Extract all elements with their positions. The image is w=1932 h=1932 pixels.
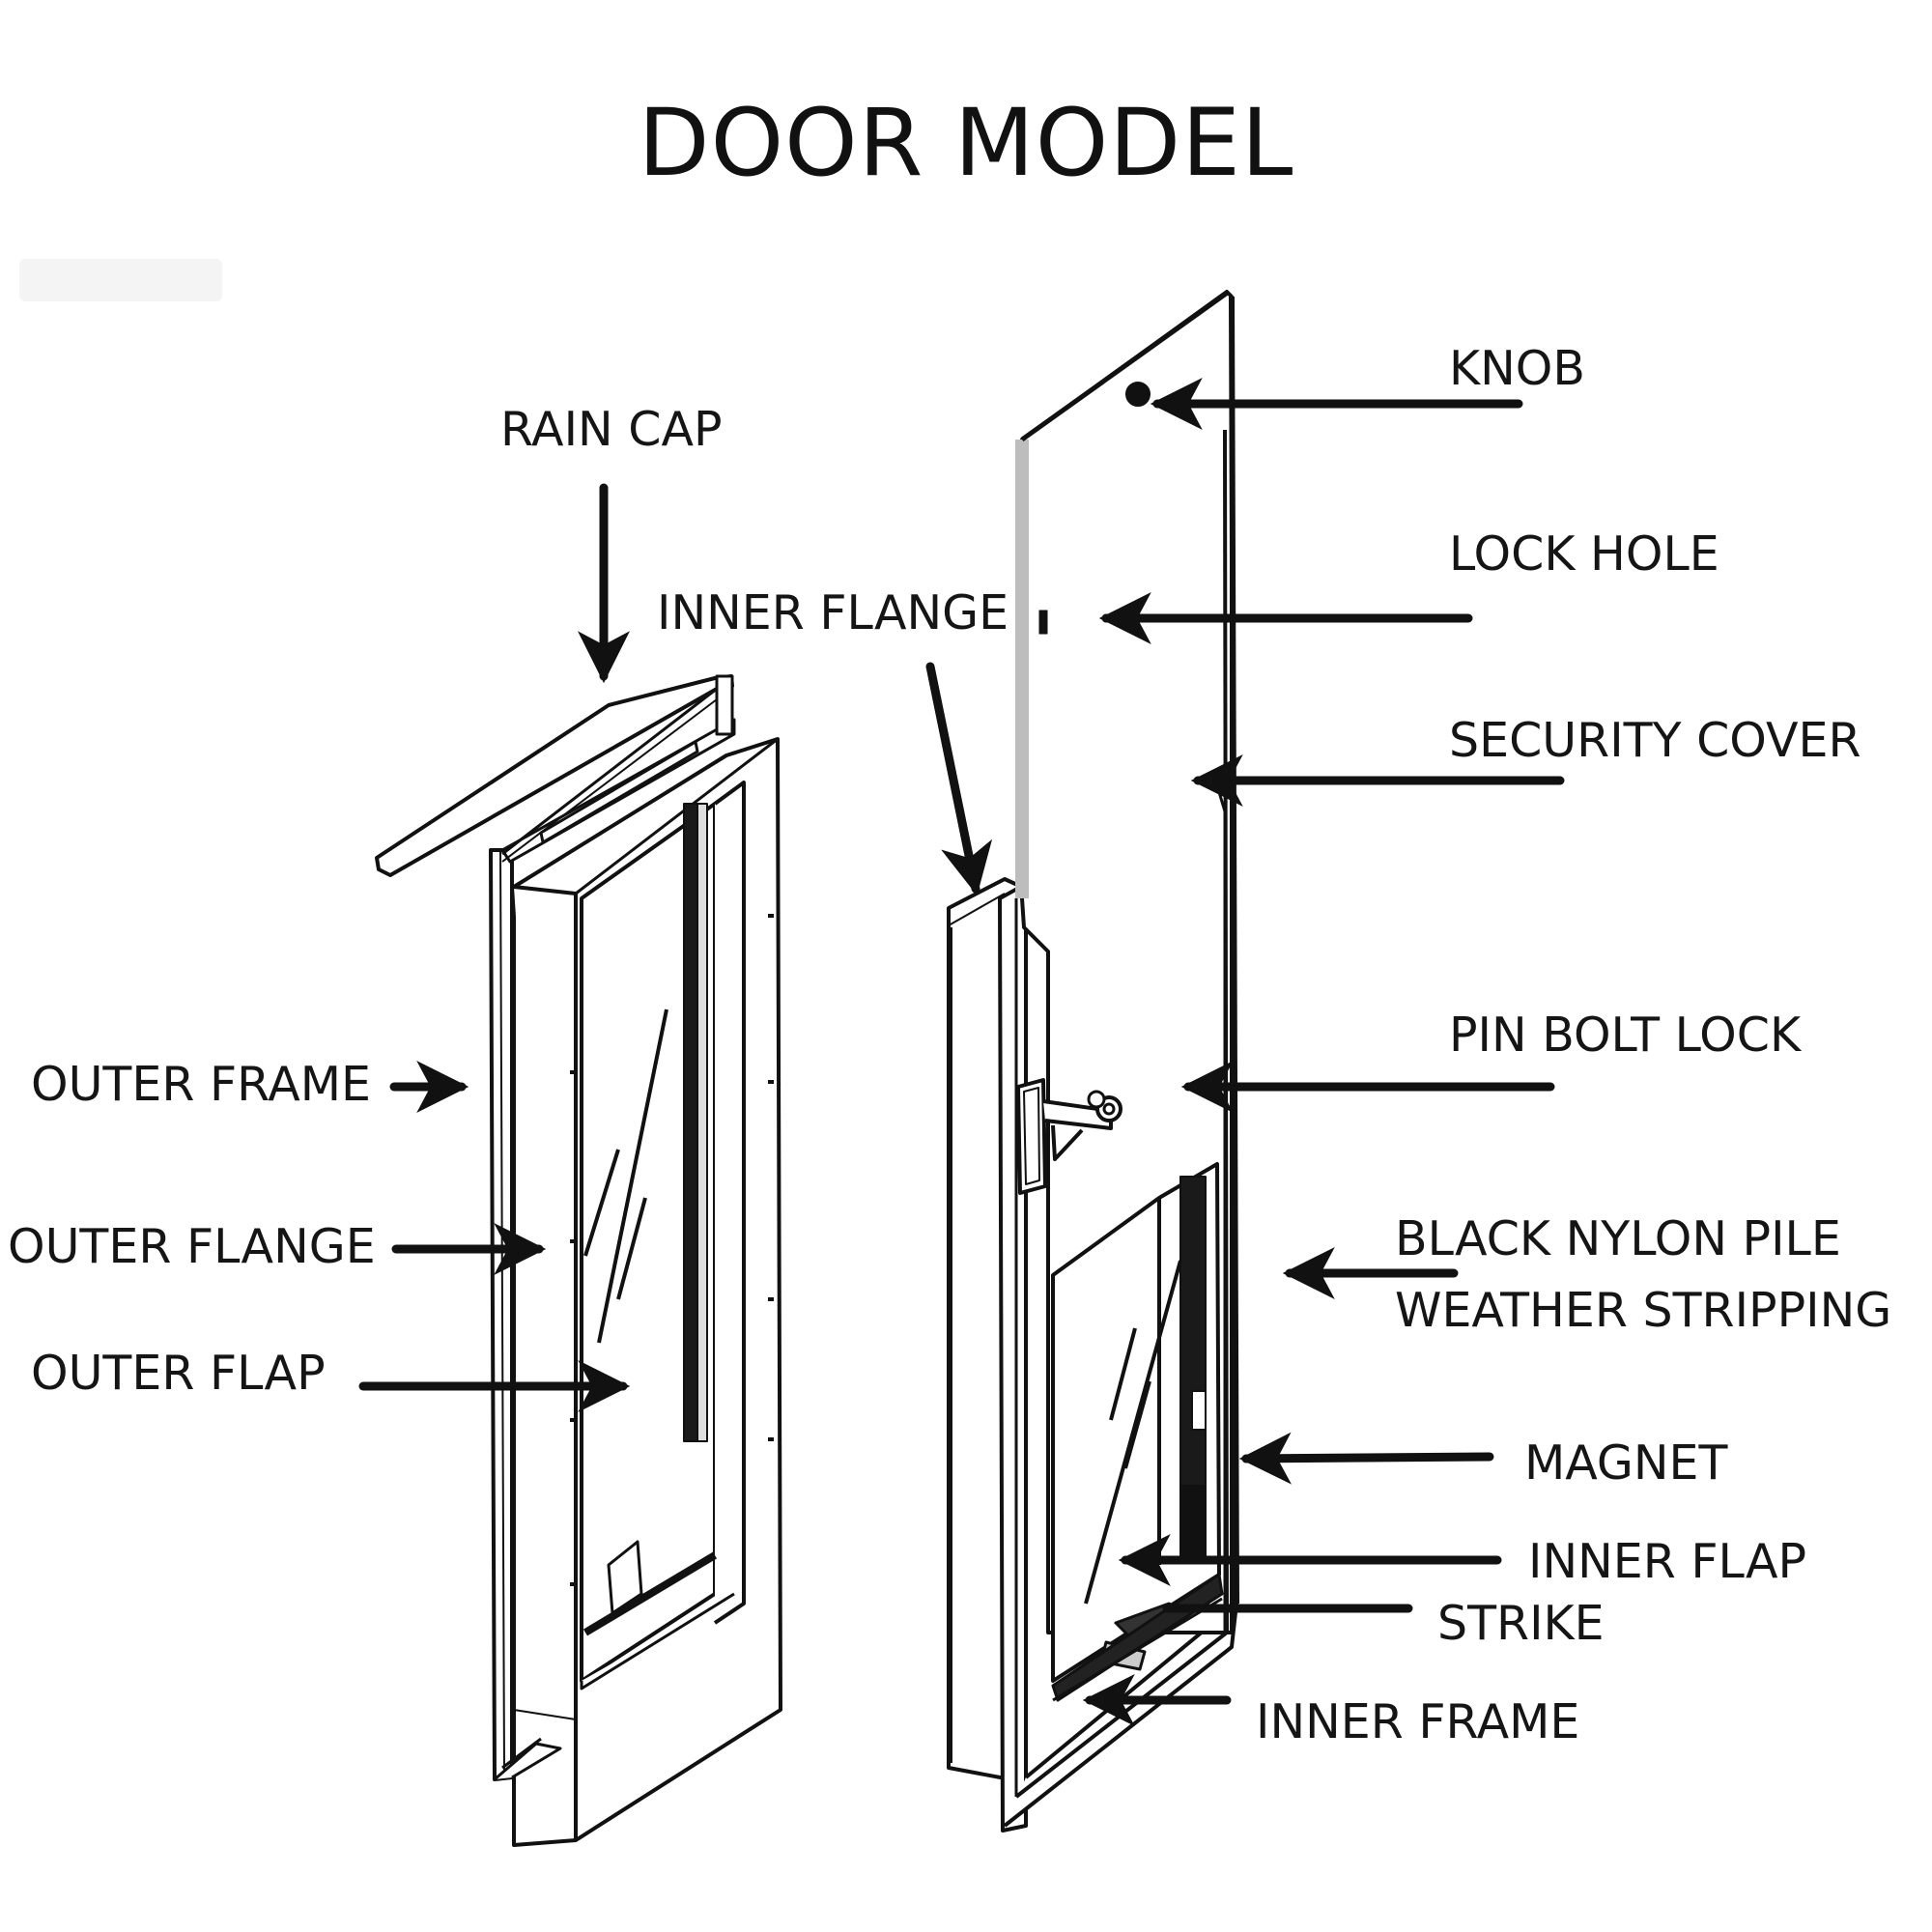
label-outer-flange: OUTER FLANGE	[8, 1219, 376, 1274]
knob	[1125, 382, 1151, 407]
lock-hole	[1038, 610, 1048, 635]
outer-door-assembly	[375, 674, 782, 1847]
label-security-cover: SECURITY COVER	[1449, 713, 1861, 768]
label-outer-frame: OUTER FRAME	[31, 1057, 371, 1112]
label-strike: STRIKE	[1437, 1596, 1605, 1651]
flap-reflection	[597, 1009, 668, 1344]
background-smudge	[19, 259, 222, 301]
label-weather-stripping-line2: WEATHER STRIPPING	[1395, 1283, 1892, 1338]
label-lock-hole: LOCK HOLE	[1449, 526, 1719, 582]
label-rain-cap: RAIN CAP	[500, 402, 723, 457]
arrow-inner-flange	[925, 662, 993, 896]
label-inner-flap: INNER FLAP	[1528, 1534, 1807, 1589]
outer-latch	[607, 1540, 643, 1615]
label-inner-flange: INNER FLANGE	[657, 585, 1009, 640]
label-outer-flap: OUTER FLAP	[31, 1346, 326, 1401]
callout-arrows	[358, 378, 1565, 1726]
label-inner-frame: INNER FRAME	[1256, 1694, 1580, 1749]
inner-door-assembly	[947, 289, 1239, 1833]
pin-bolt-lock	[1016, 1078, 1122, 1195]
arrow-magnet	[1238, 1432, 1494, 1485]
label-weather-stripping-line1: BLACK NYLON PILE	[1395, 1211, 1841, 1266]
outer-pile-strip	[683, 803, 698, 1442]
magnet	[1179, 1485, 1205, 1564]
diagram-title: DOOR MODEL	[638, 89, 1294, 197]
label-knob: KNOB	[1449, 341, 1585, 396]
inner-frame	[998, 882, 1028, 1833]
label-weather-stripping: BLACK NYLON PILE WEATHER STRIPPING	[1395, 1204, 1891, 1347]
label-pin-bolt-lock: PIN BOLT LOCK	[1449, 1008, 1802, 1063]
label-magnet: MAGNET	[1524, 1435, 1728, 1491]
